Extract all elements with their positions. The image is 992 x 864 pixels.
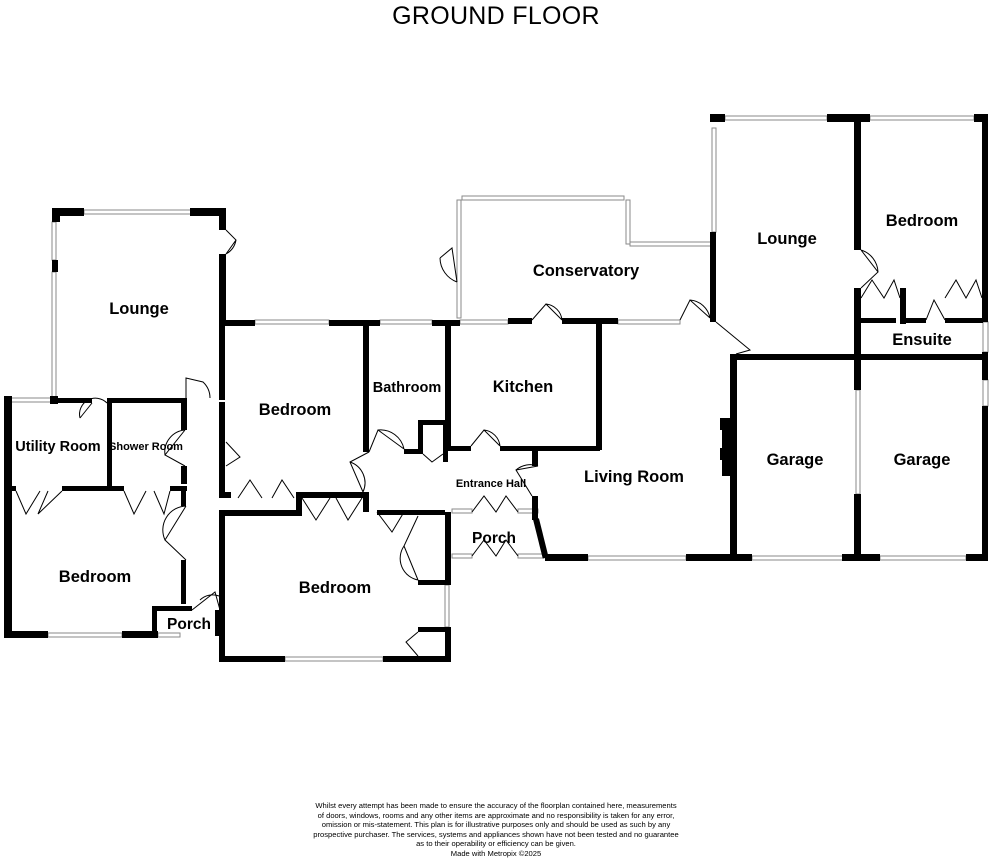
disclaimer: Whilst every attempt has been made to en… bbox=[286, 801, 706, 859]
room-label-bathroom: Bathroom bbox=[373, 380, 441, 396]
room-label-utility-room: Utility Room bbox=[15, 439, 100, 455]
room-label-bedroom-east: Bedroom bbox=[886, 212, 958, 230]
room-label-bedroom-west: Bedroom bbox=[59, 568, 131, 586]
room-label-kitchen: Kitchen bbox=[493, 378, 554, 396]
room-label-living-room: Living Room bbox=[584, 468, 684, 486]
disclaimer-line: as to their operability or efficiency ca… bbox=[416, 839, 576, 849]
room-label-bedroom-south: Bedroom bbox=[299, 579, 371, 597]
disclaimer-line: omission or mis-statement. This plan is … bbox=[321, 820, 671, 830]
disclaimer-line: Whilst every attempt has been made to en… bbox=[315, 801, 677, 810]
room-label-garage-1: Garage bbox=[767, 451, 824, 469]
room-label-conservatory: Conservatory bbox=[533, 262, 640, 280]
room-label-porch-west: Porch bbox=[167, 616, 211, 633]
room-label-garage-2: Garage bbox=[894, 451, 951, 469]
room-label-lounge-west: Lounge bbox=[109, 300, 169, 318]
room-label-ensuite: Ensuite bbox=[892, 331, 952, 349]
disclaimer-line: of doors, windows, rooms and any other i… bbox=[317, 810, 675, 820]
room-label-shower-room: Shower Room bbox=[109, 441, 183, 453]
room-label-bedroom-middle: Bedroom bbox=[259, 401, 331, 419]
room-label-entrance-hall: Entrance Hall bbox=[456, 478, 526, 490]
disclaimer-line: prospective purchaser. The services, sys… bbox=[313, 829, 679, 839]
walls bbox=[4, 114, 988, 662]
floor-title: GROUND FLOOR bbox=[392, 2, 600, 30]
doors bbox=[15, 229, 983, 657]
disclaimer-credit: Made with Metropix ©2025 bbox=[450, 848, 542, 858]
room-labels: Lounge Utility Room Shower Room Bedroom … bbox=[15, 212, 958, 633]
room-label-porch-south: Porch bbox=[472, 530, 516, 547]
room-label-lounge-east: Lounge bbox=[757, 230, 817, 248]
